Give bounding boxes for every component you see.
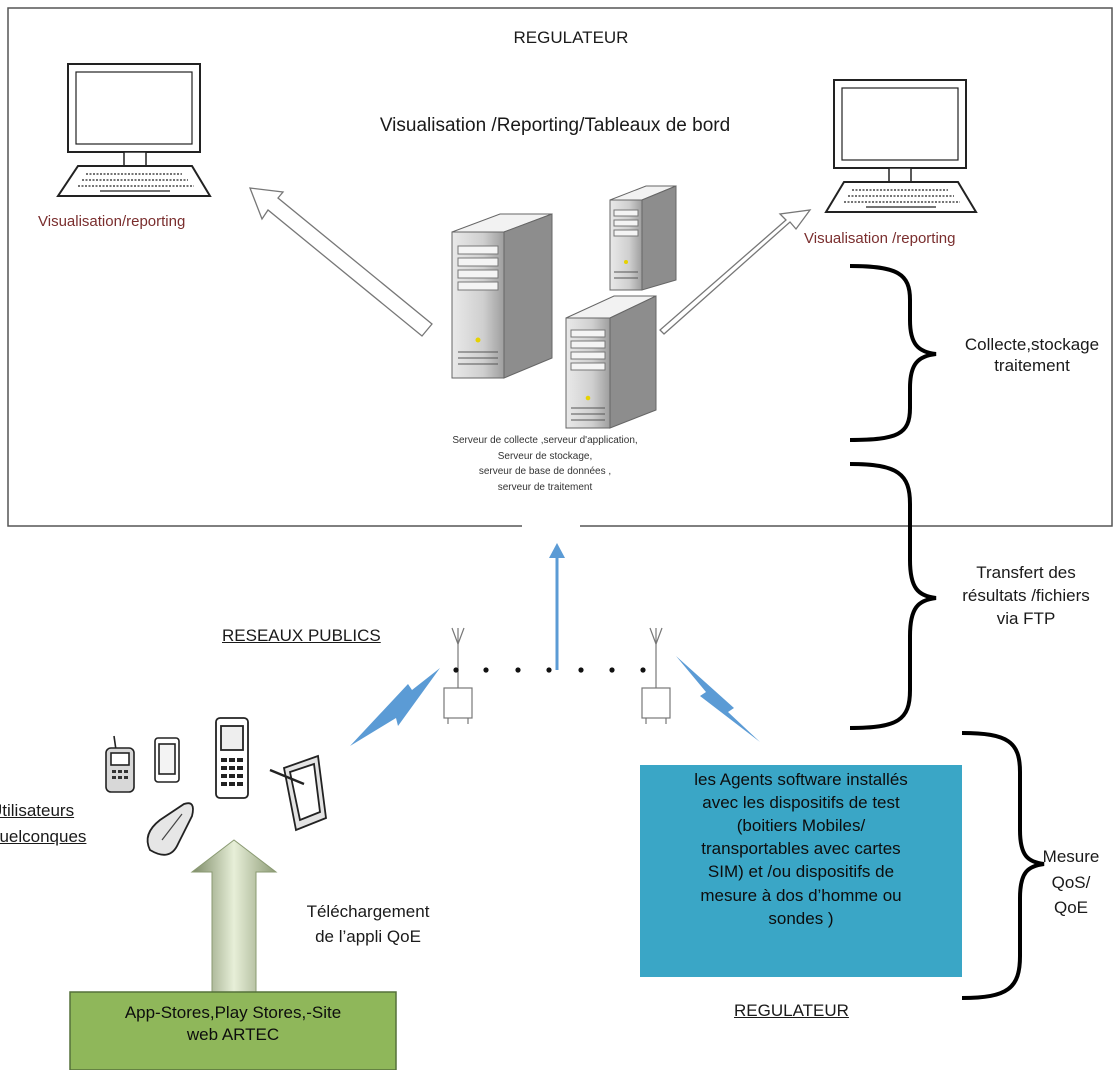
servers-caption: Serveur de collecte ,serveur d'applicati… xyxy=(380,433,710,495)
stores-box-bg xyxy=(69,991,397,1070)
phone-flip-icon xyxy=(105,735,135,793)
mesure-label: Mesure QoS/ QoE xyxy=(1028,844,1114,921)
download-arrow xyxy=(190,839,278,1001)
antenna-right-icon xyxy=(641,627,671,724)
users-label: Utilisateurs quelconques xyxy=(0,798,86,851)
download-line: de l’appli QoE xyxy=(315,926,421,946)
signal-bolt-left-icon xyxy=(350,668,440,746)
collecte-line: Collecte,stockage xyxy=(964,335,1100,354)
mesure-line: Mesure xyxy=(1042,847,1100,866)
network-dots xyxy=(453,667,646,673)
agents-box-line: sondes ) xyxy=(768,908,834,928)
servers-caption-line: Serveur de collecte ,serveur d'applicati… xyxy=(452,435,638,446)
servers-caption-line: Serveur de stockage, xyxy=(497,450,593,462)
dashboard-subtitle: Visualisation /Reporting/Tableaux de bor… xyxy=(379,115,731,136)
transfert-line: résultats /fichiers xyxy=(962,585,1090,605)
users-line: Utilisateurs xyxy=(0,801,75,820)
agents-box-line: SIM) et /ou dispositifs de xyxy=(707,862,895,882)
download-label: Téléchargement de l’appli QoE xyxy=(278,900,458,949)
right-terminal-label: Visualisation /reporting xyxy=(804,230,956,247)
collecte-line: traitement xyxy=(994,356,1070,376)
agents-box-bg xyxy=(640,765,962,977)
servers-caption-line: serveur de base de données , xyxy=(478,466,612,477)
stores-box: App-Stores,Play Stores,-Site web ARTEC xyxy=(70,1002,396,1046)
agents-box-line: (boitiers Mobiles/ xyxy=(736,816,866,836)
bottom-regulator-label: REGULATEUR xyxy=(734,1001,849,1020)
tablet-stylus-icon xyxy=(269,754,327,832)
upload-arrow xyxy=(549,543,565,670)
network-label: RESEAUX PUBLICS xyxy=(222,626,381,645)
phone-clamshell-icon xyxy=(146,802,194,856)
users-line: quelconques xyxy=(0,827,87,847)
mesure-line: QoS/ xyxy=(1051,872,1091,892)
agents-box-line: les Agents software installés xyxy=(694,770,908,789)
antenna-left-icon xyxy=(443,627,473,724)
agents-box-line: avec les dispositifs de test xyxy=(702,793,900,813)
regulator-title: REGULATEUR xyxy=(513,28,629,47)
server-tower-left-icon xyxy=(451,213,553,379)
agents-box: les Agents software installés avec les d… xyxy=(640,768,962,930)
brace-collecte xyxy=(849,264,937,442)
signal-bolt-right-icon xyxy=(676,656,760,742)
stores-box-line: web ARTEC xyxy=(186,1025,280,1045)
left-terminal-label: Visualisation/reporting xyxy=(38,213,186,230)
frame-gap xyxy=(522,522,580,530)
left-computer-icon xyxy=(56,63,212,197)
server-tower-front-icon xyxy=(565,295,657,429)
transfert-label: Transfert des résultats /fichiers via FT… xyxy=(936,562,1116,631)
agents-box-line: mesure à dos d’homme ou xyxy=(700,885,902,905)
right-computer-icon xyxy=(824,79,978,213)
brace-mesure xyxy=(961,731,1045,1000)
brace-transfert xyxy=(849,462,937,730)
mesure-line: QoE xyxy=(1053,898,1089,917)
arrow-to-left-computer xyxy=(249,187,433,337)
server-tower-small-icon xyxy=(609,185,677,291)
phone-bar-icon xyxy=(215,717,249,799)
collecte-label: Collecte,stockage traitement xyxy=(948,334,1116,377)
agents-box-line: transportables avec cartes xyxy=(701,839,901,859)
transfert-line: Transfert des xyxy=(976,563,1076,582)
phone-smart-icon xyxy=(154,737,180,783)
download-line: Téléchargement xyxy=(306,902,430,921)
servers-caption-line: serveur de traitement xyxy=(497,481,593,493)
stores-box-line: App-Stores,Play Stores,-Site xyxy=(124,1003,342,1022)
arrow-to-right-computer xyxy=(659,209,812,335)
transfert-line: via FTP xyxy=(996,608,1056,628)
